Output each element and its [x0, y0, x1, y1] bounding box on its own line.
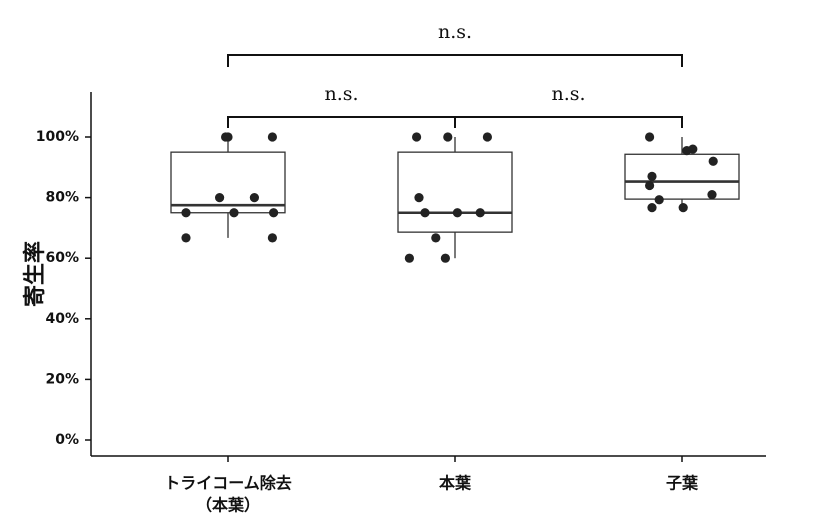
boxes [170, 137, 740, 259]
data-point [267, 233, 277, 243]
y-ticks: 0% 20% 40% 60% 80% 100% [36, 129, 91, 448]
significance-label: n.s. [324, 83, 358, 105]
data-point [269, 208, 279, 218]
data-point [404, 253, 414, 263]
significance-bracket [454, 116, 683, 128]
data-point [267, 132, 277, 142]
data-point [482, 132, 492, 142]
significance-label: n.s. [438, 21, 472, 43]
data-point [181, 208, 191, 218]
data-point [645, 180, 655, 191]
box-iqr [397, 151, 513, 233]
data-point [420, 208, 430, 218]
significance-bracket [227, 54, 683, 67]
x-category-label: トライコーム除去 [164, 474, 292, 493]
x-category-labels: トライコーム除去 （本葉） 本葉 子葉 [164, 456, 699, 515]
data-point [708, 156, 718, 166]
x-category-label: 子葉 [666, 474, 699, 493]
x-category-label: （本葉） [196, 496, 260, 515]
data-point [215, 193, 225, 203]
data-point [229, 208, 239, 218]
data-point [688, 144, 698, 154]
data-point [249, 193, 259, 203]
data-point [223, 132, 233, 142]
y-tick-label: 80% [45, 190, 79, 206]
box-iqr [624, 153, 740, 200]
y-tick-label: 100% [36, 129, 79, 145]
data-point [431, 233, 441, 243]
significance-label: n.s. [551, 83, 585, 105]
data-point [443, 132, 453, 142]
data-point [678, 202, 688, 213]
data-point [414, 193, 424, 203]
significance-brackets: n.s. n.s. n.s. [227, 21, 683, 128]
data-point [647, 202, 657, 213]
data-point [440, 253, 450, 263]
data-point [475, 208, 485, 218]
y-axis-title: 寄生率 [22, 241, 48, 307]
y-axis-label: 寄生率 [22, 241, 48, 307]
data-point [412, 132, 422, 142]
data-point [645, 132, 655, 142]
y-tick-label: 40% [45, 311, 79, 327]
data-point [647, 171, 657, 181]
y-tick-label: 0% [55, 432, 79, 448]
significance-bracket [227, 116, 456, 128]
data-point [452, 208, 462, 218]
data-point [181, 233, 191, 243]
axes [90, 92, 766, 457]
x-category-label: 本葉 [439, 474, 472, 493]
y-tick-label: 20% [45, 371, 79, 387]
data-point [654, 195, 664, 205]
box-iqr [170, 151, 286, 214]
data-point [707, 189, 717, 200]
data-points [181, 132, 718, 263]
y-tick-label: 60% [45, 250, 79, 266]
